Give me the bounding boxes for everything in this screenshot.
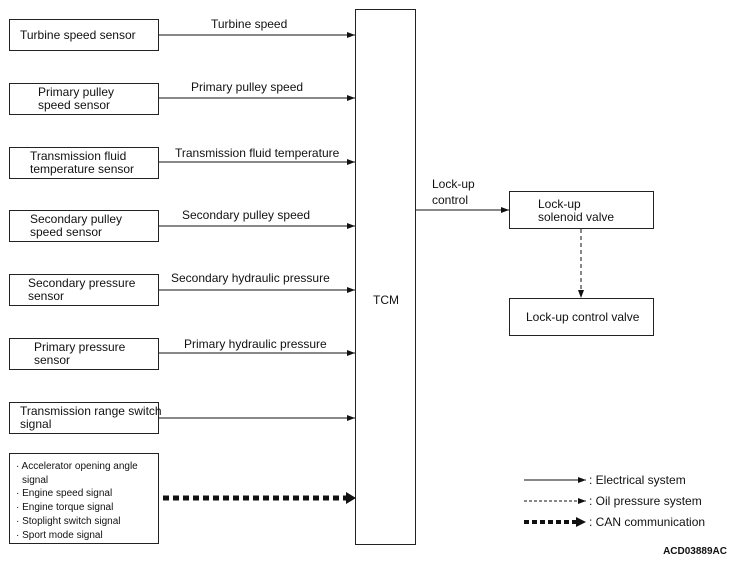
sensor-label: speed sensor	[30, 225, 103, 239]
signal-label-primary-pulley: Primary pulley speed	[191, 80, 304, 94]
sensor-label: Secondary pulley	[30, 212, 123, 226]
lockup-control-label: Lock-up	[432, 177, 475, 191]
sensor-label: Transmission range switch	[20, 404, 162, 418]
legend-can: : CAN communication	[589, 515, 706, 529]
sensor-box-primary-pressure: Primary pressure sensor	[9, 338, 159, 370]
can-input-item: · Sport mode signal	[16, 529, 103, 541]
sensor-box-fluid-temperature: Transmission fluid temperature sensor	[9, 147, 159, 179]
sensor-box-turbine: Turbine speed sensor	[9, 19, 159, 51]
sensor-label: sensor	[34, 353, 71, 367]
sensor-box-secondary-pressure: Secondary pressure sensor	[9, 274, 159, 306]
lockup-control-label: control	[432, 193, 469, 207]
solenoid-label: solenoid valve	[538, 210, 615, 224]
legend-oil: : Oil pressure system	[589, 494, 702, 508]
control-valve-label: Lock-up control valve	[526, 310, 640, 324]
can-input-item: · Engine speed signal	[16, 488, 113, 500]
sensor-label: Secondary pressure	[28, 276, 136, 290]
can-input-item: · Accelerator opening angle	[16, 461, 138, 472]
sensor-label: Primary pressure	[34, 340, 126, 354]
sensor-label: sensor	[28, 289, 65, 303]
can-input-item: · Engine torque signal	[16, 502, 114, 514]
sensor-label: Turbine speed sensor	[20, 28, 136, 42]
can-input-item: signal	[22, 474, 49, 486]
lockup-control-valve-box: Lock-up control valve	[509, 298, 654, 336]
legend-electrical: : Electrical system	[589, 473, 686, 487]
signal-label-fluid-temp: Transmission fluid temperature	[175, 146, 340, 160]
sensor-label: Transmission fluid	[30, 149, 127, 163]
tcm-label: TCM	[373, 293, 399, 307]
signal-label-secondary-pulley: Secondary pulley speed	[182, 208, 311, 222]
sensor-label: temperature sensor	[30, 162, 135, 176]
legend-can-arrowhead	[576, 517, 586, 527]
solenoid-label: Lock-up	[538, 197, 581, 211]
signal-label-turbine: Turbine speed	[211, 17, 288, 31]
can-arrowhead	[346, 492, 356, 504]
sensor-label: signal	[20, 417, 52, 431]
tcm-box: TCM	[355, 9, 416, 545]
can-input-list: · Accelerator opening angle signal · Eng…	[16, 460, 138, 542]
can-input-box: · Accelerator opening angle signal · Eng…	[9, 453, 159, 544]
sensor-box-range-switch: Transmission range switch signal	[9, 402, 162, 434]
sensor-box-secondary-pulley: Secondary pulley speed sensor	[9, 210, 159, 242]
sensor-box-primary-pulley: Primary pulley speed sensor	[9, 83, 159, 115]
lockup-solenoid-box: Lock-up solenoid valve	[509, 191, 654, 229]
signal-label-primary-pressure: Primary hydraulic pressure	[184, 337, 327, 351]
figure-code: ACD03889AC	[663, 546, 727, 557]
sensor-label: Primary pulley	[38, 85, 115, 99]
signal-label-secondary-pressure: Secondary hydraulic pressure	[171, 271, 330, 285]
can-input-item: · Stoplight switch signal	[16, 515, 121, 527]
sensor-label: speed sensor	[38, 98, 111, 112]
